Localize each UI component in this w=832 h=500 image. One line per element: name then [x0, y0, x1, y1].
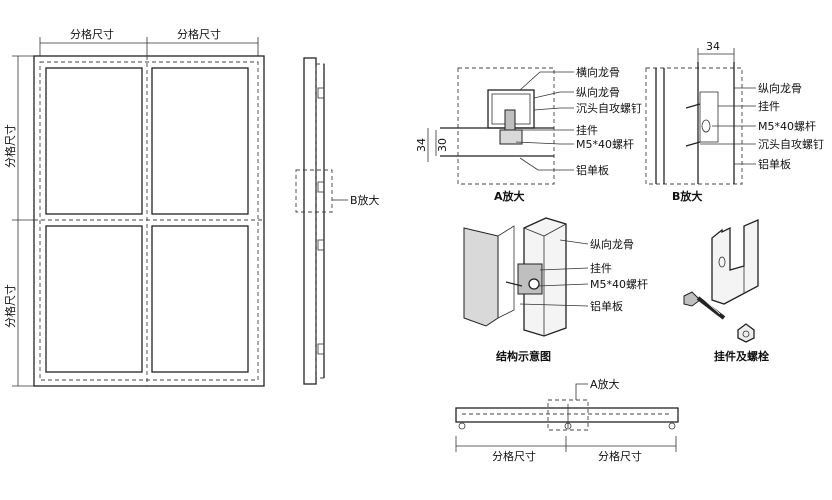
structure-caption: 结构示意图 [495, 349, 551, 363]
dim-34-b: 34 [706, 40, 720, 53]
detail-a: 34 30 横向龙骨 纵向龙骨 沉头自攻螺钉 挂件 M5*40螺杆 铝单板 A放… [415, 65, 642, 203]
a-caption: A放大 [494, 189, 525, 203]
dim-grid-left-bottom: 分格尺寸 [3, 284, 17, 328]
a-countersunk-screw: 沉头自攻螺钉 [576, 101, 642, 115]
dim-grid-left-top: 分格尺寸 [3, 124, 17, 168]
b-m5-bolt: M5*40螺杆 [758, 119, 816, 133]
dim-grid-top-left: 分格尺寸 [70, 27, 114, 41]
front-elevation [33, 55, 265, 387]
s-vertical-keel: 纵向龙骨 [590, 237, 634, 251]
s-aluminum-panel: 铝单板 [590, 299, 623, 313]
a-vertical-keel: 纵向龙骨 [576, 85, 620, 99]
b-countersunk-screw: 沉头自攻螺钉 [758, 137, 824, 151]
a-hanger: 挂件 [576, 123, 598, 137]
dim-grid-bottom-left: 分格尺寸 [492, 449, 536, 463]
b-enlarge-label: B放大 [350, 193, 380, 207]
left-dimension: 分格尺寸 分格尺寸 [3, 55, 34, 387]
top-dimension: 分格尺寸 分格尺寸 [39, 27, 259, 56]
a-aluminum-panel: 铝单板 [576, 163, 609, 177]
hanger-and-bolt: 挂件及螺栓 [683, 219, 769, 363]
detail-b: 34 纵向龙骨 挂件 M5*40螺杆 沉头自攻螺钉 铝单板 B放大 [645, 40, 824, 203]
hanger-bolt-caption: 挂件及螺栓 [714, 349, 769, 363]
a-horizontal-keel: 横向龙骨 [576, 65, 620, 79]
side-view: B放大 [295, 57, 380, 385]
a-enlarge-label: A放大 [590, 377, 620, 391]
dim-30-a: 30 [436, 138, 449, 152]
s-m5-bolt: M5*40螺杆 [590, 277, 648, 291]
b-aluminum-panel: 铝单板 [758, 157, 791, 171]
a-m5-bolt: M5*40螺杆 [576, 137, 634, 151]
bottom-section: A放大 分格尺寸 分格尺寸 [455, 377, 679, 463]
dim-34-a: 34 [415, 138, 428, 152]
b-hanger: 挂件 [758, 99, 780, 113]
dim-grid-top-right: 分格尺寸 [177, 27, 221, 41]
b-caption: B放大 [672, 189, 702, 203]
structure-schematic: 纵向龙骨 挂件 M5*40螺杆 铝单板 结构示意图 [463, 217, 648, 363]
s-hanger: 挂件 [590, 261, 612, 275]
b-enlarge-marker-box [295, 169, 333, 213]
dim-grid-bottom-right: 分格尺寸 [598, 449, 642, 463]
b-vertical-keel: 纵向龙骨 [758, 81, 802, 95]
